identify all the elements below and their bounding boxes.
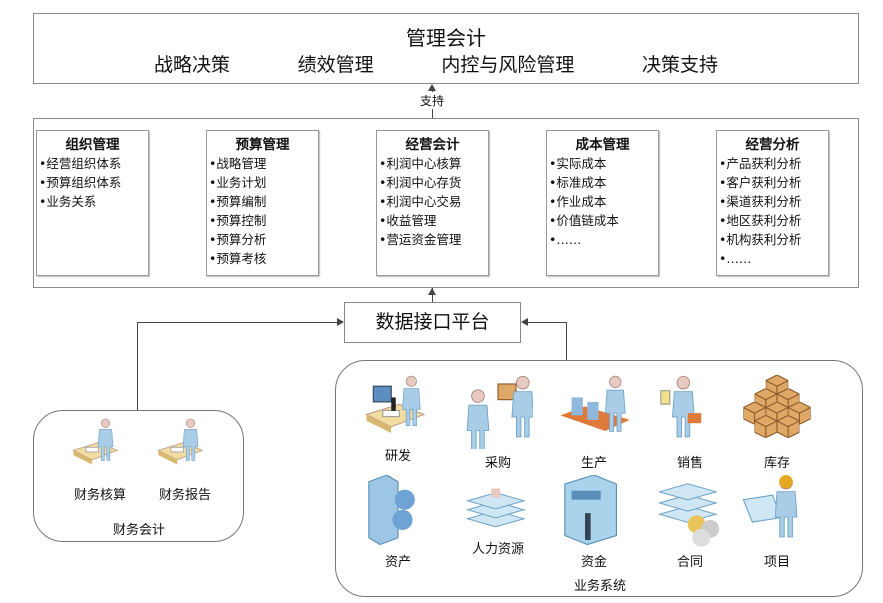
module-item: •预算考核 bbox=[209, 251, 267, 266]
system-label: 生产 bbox=[580, 456, 607, 471]
bank-building-icon bbox=[564, 475, 617, 546]
documents-icon bbox=[466, 488, 525, 528]
financial-accounting-title: 财务会计 bbox=[112, 523, 165, 538]
module-box: 成本管理 •实际成本 •标准成本 •作业成本 •价值链成本 •…… bbox=[546, 130, 659, 276]
production-icon bbox=[560, 375, 629, 432]
management-accounting-title: 管理会计 bbox=[406, 26, 486, 50]
desk-person-icon bbox=[72, 418, 118, 465]
system-label: 资产 bbox=[384, 555, 411, 570]
system-label: 财务报告 bbox=[158, 488, 211, 503]
finance-connector bbox=[137, 322, 337, 323]
module-title: 成本管理 bbox=[575, 137, 630, 153]
desk-person-icon bbox=[157, 418, 203, 465]
module-item: •实际成本 bbox=[549, 156, 607, 171]
system-label: 人力资源 bbox=[471, 542, 524, 557]
system-label: 合同 bbox=[676, 555, 703, 570]
system-label: 研发 bbox=[384, 449, 411, 464]
management-goals: 战略决策 绩效管理 内控与风险管理 决策支持 bbox=[154, 50, 718, 77]
financial-accounting-group: 财务会计 bbox=[33, 410, 244, 542]
module-item: •收益管理 bbox=[379, 213, 437, 228]
goal-risk: 内控与风险管理 bbox=[441, 54, 575, 76]
module-item: •利润中心核算 bbox=[379, 156, 462, 171]
modules-container bbox=[33, 118, 859, 288]
system-label: 采购 bbox=[484, 456, 511, 471]
module-item: •作业成本 bbox=[549, 194, 607, 209]
module-box: 经营会计 •利润中心核算 •利润中心存货 •利润中心交易 •收益管理 •营运资金管理 bbox=[376, 130, 489, 276]
arrow-left-icon bbox=[521, 318, 528, 326]
goal-performance: 绩效管理 bbox=[297, 54, 374, 76]
module-item: •机构获利分析 bbox=[719, 232, 802, 247]
documents-coins-icon bbox=[658, 483, 720, 547]
module-item: •战略管理 bbox=[209, 156, 267, 171]
business-connector bbox=[527, 322, 567, 323]
module-box: 预算管理 •战略管理 •业务计划 •预算编制 •预算控制 •预算分析 •预算考核 bbox=[206, 130, 319, 276]
research-icon bbox=[365, 375, 425, 434]
system-label: 财务核算 bbox=[73, 488, 126, 503]
module-item: •营运资金管理 bbox=[379, 232, 462, 247]
data-interface-platform: 数据接口平台 bbox=[344, 302, 521, 343]
module-item: •产品获利分析 bbox=[719, 156, 802, 171]
module-item: •利润中心存货 bbox=[379, 175, 462, 190]
platform-arrow-line bbox=[432, 288, 433, 302]
module-item: •客户获利分析 bbox=[719, 175, 802, 190]
business-systems-title: 业务系统 bbox=[573, 579, 626, 594]
finance-connector bbox=[137, 322, 138, 410]
module-item: •价值链成本 bbox=[549, 213, 619, 228]
module-item: •经营组织体系 bbox=[39, 156, 122, 171]
goal-strategy: 战略决策 bbox=[154, 54, 231, 76]
purchase-icon bbox=[466, 375, 533, 449]
module-item: •渠道获利分析 bbox=[719, 194, 802, 209]
module-item: •…… bbox=[719, 251, 752, 266]
sales-icon bbox=[660, 375, 702, 438]
module-box: 经营分析 •产品获利分析 •客户获利分析 •渠道获利分析 •地区获利分析 •机构获利分析 •… bbox=[716, 130, 829, 276]
module-title: 经营分析 bbox=[745, 137, 800, 153]
arrow-right-icon bbox=[337, 318, 344, 326]
arrow-up-icon bbox=[428, 288, 436, 295]
management-accounting-box: 管理会计 战略决策 绩效管理 内控与风险管理 决策支持 bbox=[33, 13, 859, 84]
arrow-up-icon bbox=[428, 84, 436, 91]
system-label: 销售 bbox=[676, 456, 703, 471]
module-item: •业务计划 bbox=[209, 175, 267, 190]
module-item: •业务关系 bbox=[39, 194, 97, 209]
module-item: •标准成本 bbox=[549, 175, 607, 190]
system-label: 库存 bbox=[763, 456, 790, 471]
module-item: •…… bbox=[549, 232, 582, 247]
module-item: •地区获利分析 bbox=[719, 213, 802, 228]
business-connector bbox=[566, 322, 567, 360]
module-item: •预算组织体系 bbox=[39, 175, 122, 190]
building-globe-icon bbox=[368, 475, 415, 546]
module-title: 组织管理 bbox=[65, 137, 120, 153]
module-item: •预算控制 bbox=[209, 213, 267, 228]
goal-decision: 决策支持 bbox=[641, 54, 718, 76]
worker-plan-icon bbox=[742, 475, 798, 538]
module-item: •预算编制 bbox=[209, 194, 267, 209]
module-title: 经营会计 bbox=[405, 137, 460, 153]
module-item: •利润中心交易 bbox=[379, 194, 462, 209]
module-item: •预算分析 bbox=[209, 232, 267, 247]
business-systems-group: 业务系统 bbox=[335, 360, 863, 597]
system-label: 项目 bbox=[763, 555, 790, 570]
module-box: 组织管理 •经营组织体系 •预算组织体系 •业务关系 bbox=[36, 130, 149, 276]
system-label: 资金 bbox=[580, 555, 607, 570]
module-title: 预算管理 bbox=[235, 137, 290, 153]
support-label: 支持 bbox=[418, 92, 447, 109]
inventory-icon bbox=[743, 375, 811, 438]
